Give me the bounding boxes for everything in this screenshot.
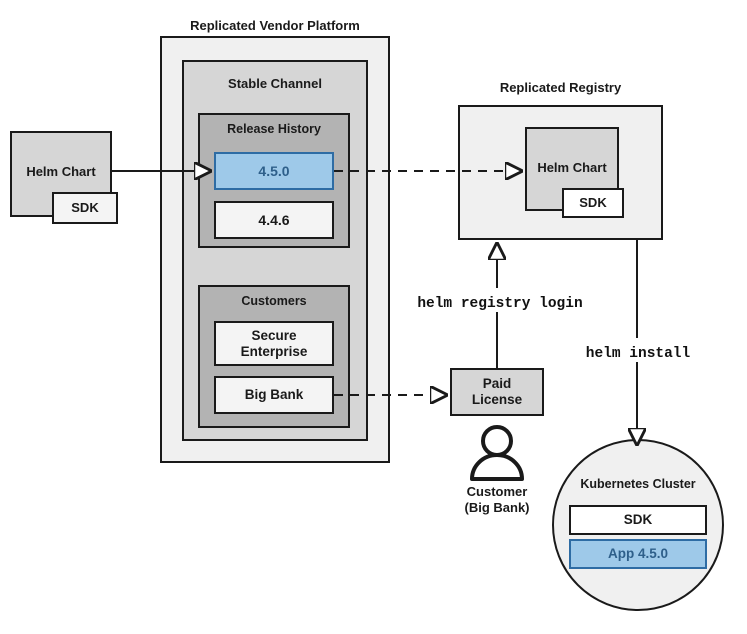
registry-helm-chart-label: Helm Chart bbox=[537, 160, 607, 175]
vendor-platform-title: Replicated Vendor Platform bbox=[190, 18, 360, 33]
paid-license-line2: License bbox=[471, 392, 523, 407]
customer-item-big-bank[interactable]: Big Bank bbox=[214, 376, 334, 414]
customer-actor-line1: Customer bbox=[466, 484, 528, 499]
release-version-label: 4.5.0 bbox=[258, 162, 290, 179]
paid-license-line1: Paid bbox=[482, 376, 512, 392]
release-item-4-4-6[interactable]: 4.4.6 bbox=[214, 201, 334, 239]
cluster-component-label: SDK bbox=[623, 512, 653, 528]
customer-actor-caption: Customer (Big Bank) bbox=[430, 484, 564, 517]
release-version-label: 4.4.6 bbox=[258, 211, 290, 228]
registry-title: Replicated Registry bbox=[499, 80, 622, 95]
customer-name-line1: Secure bbox=[251, 327, 297, 343]
customer-actor-line2: (Big Bank) bbox=[464, 500, 530, 516]
command-helm-install: helm install bbox=[585, 346, 691, 362]
paid-license-box: Paid License bbox=[450, 368, 544, 416]
customer-name-line2: Enterprise bbox=[240, 343, 308, 359]
kubernetes-cluster-title: Kubernetes Cluster bbox=[580, 477, 696, 491]
source-helm-chart-label: Helm Chart bbox=[26, 164, 96, 179]
customer-item-secure-enterprise[interactable]: Secure Enterprise bbox=[214, 321, 334, 366]
cluster-component-app: App 4.5.0 bbox=[569, 539, 707, 569]
registry-sdk-label: SDK bbox=[579, 194, 607, 210]
release-history-title: Release History bbox=[227, 122, 321, 136]
customer-name-line1: Big Bank bbox=[244, 387, 304, 403]
cluster-component-label: App 4.5.0 bbox=[607, 546, 669, 562]
command-helm-registry-login: helm registry login bbox=[417, 296, 583, 312]
source-sdk-label: SDK bbox=[71, 199, 99, 215]
customers-title: Customers bbox=[241, 294, 307, 308]
person-icon bbox=[470, 425, 524, 481]
cluster-component-sdk: SDK bbox=[569, 505, 707, 535]
release-item-4-5-0[interactable]: 4.5.0 bbox=[214, 152, 334, 190]
source-sdk-box: SDK bbox=[52, 192, 118, 224]
stable-channel-title: Stable Channel bbox=[228, 76, 322, 91]
registry-sdk-box: SDK bbox=[562, 188, 624, 218]
